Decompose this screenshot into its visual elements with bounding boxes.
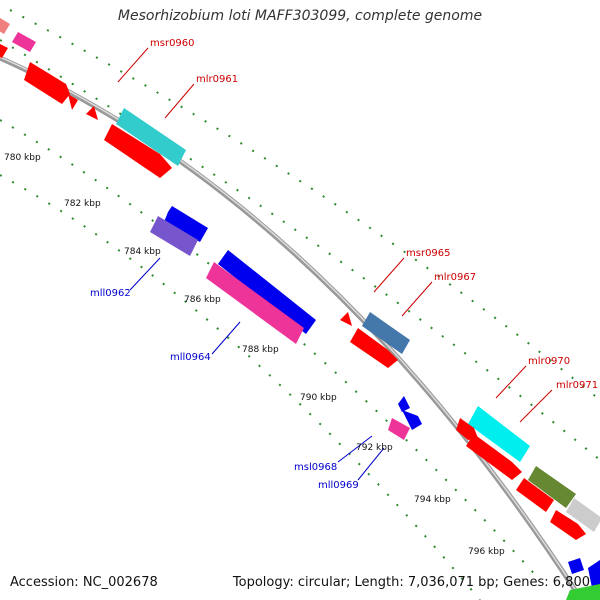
label-mll0969[interactable]: mll0969: [318, 480, 359, 491]
scale-label: 794 kbp: [414, 495, 451, 505]
label-mll0962[interactable]: mll0962: [90, 288, 131, 299]
gene-arrow[interactable]: [86, 106, 98, 120]
gene-arrow[interactable]: [0, 18, 10, 34]
tick-rows: [0, 9, 600, 600]
gene-msr0965[interactable]: [362, 312, 410, 354]
leader-mlr0970: [495, 365, 527, 399]
map-title: Mesorhizobium loti MAFF303099, complete …: [117, 8, 483, 24]
label-msl0968[interactable]: msl0968: [294, 462, 337, 473]
gene-mll0962-upper[interactable]: [164, 206, 208, 242]
scale-label: 786 kbp: [184, 295, 221, 305]
gene-mlr0961[interactable]: [104, 124, 172, 178]
accession-label: Accession: NC_002678: [10, 575, 158, 590]
gene-mlr0970[interactable]: [468, 406, 530, 462]
label-mlr0961[interactable]: mlr0961: [196, 74, 238, 85]
gene-arrow[interactable]: [528, 466, 576, 508]
scale-label: 796 kbp: [468, 547, 505, 557]
gene-arrow[interactable]: [566, 498, 600, 532]
leader-mlr0961: [164, 83, 195, 119]
gene-arrow[interactable]: [516, 478, 554, 512]
genome-backbone-highlight: [0, 56, 576, 590]
topology-label: Topology: circular; Length: 7,036,071 bp…: [232, 575, 590, 590]
scale-labels: 780 kbp 782 kbp 784 kbp 786 kbp 788 kbp …: [4, 153, 505, 557]
scale-label: 782 kbp: [64, 199, 101, 209]
scale-label: 784 kbp: [124, 247, 161, 257]
leader-msr0960: [117, 47, 149, 83]
label-mlr0967[interactable]: mlr0967: [434, 272, 476, 283]
gene-mll0964[interactable]: [206, 262, 304, 344]
scale-label: 788 kbp: [242, 345, 279, 355]
leader-mll0964: [211, 321, 241, 355]
scale-label: 780 kbp: [4, 153, 41, 163]
gene-mlr0967[interactable]: [350, 328, 398, 368]
gene-msr0960[interactable]: [116, 108, 186, 166]
scale-label: 790 kbp: [300, 393, 337, 403]
gene-mlr0971[interactable]: [466, 434, 522, 480]
gene-mll0962[interactable]: [150, 216, 198, 256]
gene-arrow[interactable]: [566, 584, 600, 600]
leader-mlr0971: [519, 389, 553, 423]
scale-label: 792 kbp: [356, 443, 393, 453]
gene-arrow[interactable]: [68, 94, 78, 110]
label-mlr0971[interactable]: mlr0971: [556, 380, 598, 391]
label-msr0965[interactable]: msr0965: [406, 248, 451, 259]
gene-arrow[interactable]: [24, 62, 70, 104]
label-msr0960[interactable]: msr0960: [150, 38, 195, 49]
leader-lines: [117, 47, 553, 481]
gene-arrow[interactable]: [340, 312, 352, 326]
gene-mll0964-upper[interactable]: [218, 250, 316, 334]
leader-mll0969: [357, 447, 385, 481]
label-mlr0970[interactable]: mlr0970: [528, 356, 570, 367]
gene-arrow[interactable]: [550, 510, 586, 540]
gene-labels: msr0960 mlr0961 mll0962 mll0964 msr0965 …: [90, 38, 598, 491]
label-mll0964[interactable]: mll0964: [170, 352, 211, 363]
leader-msl0968: [337, 435, 373, 463]
tick-row-inner-2: [0, 174, 481, 600]
gene-arrow[interactable]: [402, 410, 422, 430]
leader-mll0962: [129, 257, 161, 291]
gene-arrow[interactable]: [568, 558, 584, 574]
gene-msl0968[interactable]: [388, 418, 410, 440]
leader-msr0965: [373, 257, 405, 293]
gene-arrow[interactable]: [456, 418, 478, 440]
gene-arrow[interactable]: [12, 32, 36, 52]
gene-features: [0, 18, 600, 600]
gene-arrow[interactable]: [0, 44, 8, 58]
leader-mlr0967: [401, 281, 433, 317]
gene-msl0968-upper[interactable]: [398, 396, 410, 412]
